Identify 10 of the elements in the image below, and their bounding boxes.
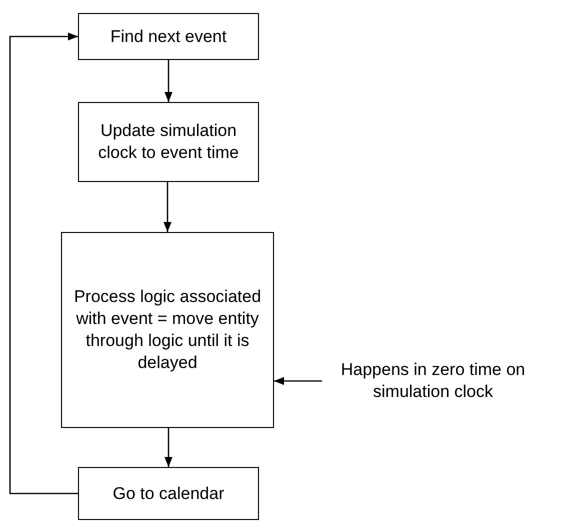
process-box: Go to calendar xyxy=(78,467,259,520)
arrow xyxy=(164,428,172,467)
process-box: Find next event xyxy=(78,13,259,60)
arrow xyxy=(274,377,322,385)
arrow xyxy=(164,182,172,232)
arrow xyxy=(9,32,78,494)
annotation-text: Happens in zero time on simulation clock xyxy=(322,358,544,404)
arrow xyxy=(164,60,172,102)
process-box: Process logic associated with event = move entity through logic until it is delayed xyxy=(61,232,274,428)
process-box: Update simulation clock to event time xyxy=(78,102,259,182)
